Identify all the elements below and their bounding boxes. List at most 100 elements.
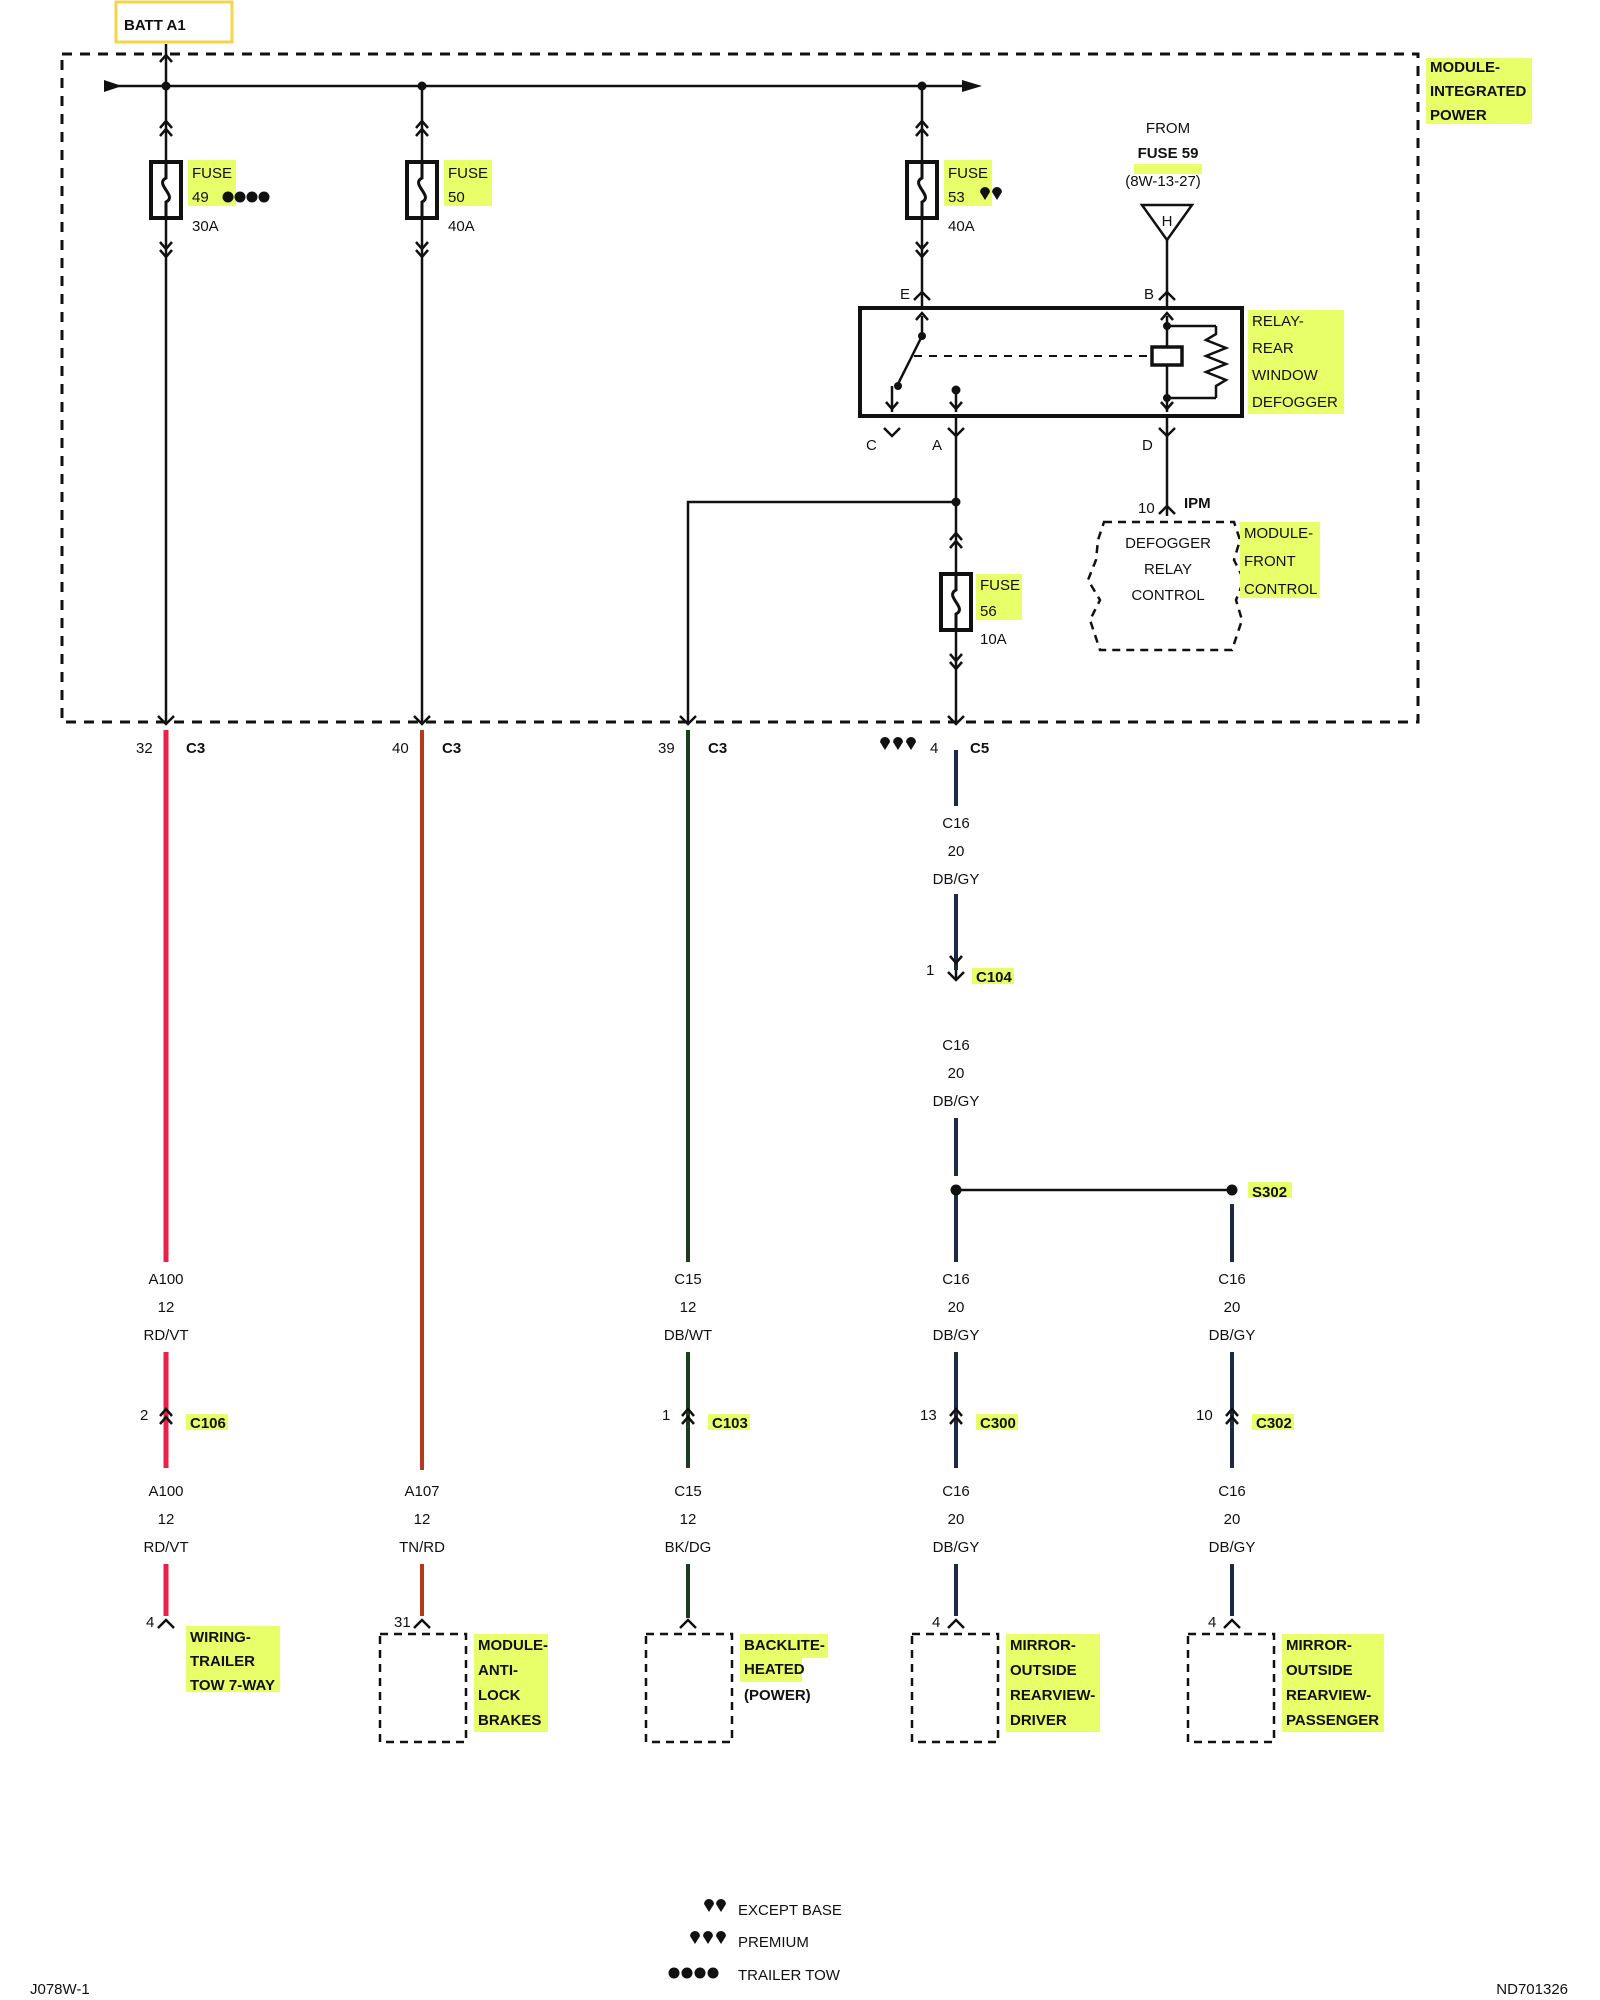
svg-text:20: 20 (1224, 1299, 1241, 1316)
svg-text:RELAY-: RELAY- (1252, 313, 1304, 330)
svg-text:C3: C3 (442, 740, 461, 757)
fcm-connector-ipm: IPM (1184, 495, 1211, 512)
svg-text:PASSENGER: PASSENGER (1286, 1712, 1379, 1729)
svg-text:REARVIEW-: REARVIEW- (1286, 1687, 1371, 1704)
svg-text:1: 1 (926, 962, 934, 979)
fuse-53-word: FUSE (948, 165, 988, 182)
splice-dot-left (950, 1184, 962, 1196)
svg-text:C15: C15 (674, 1271, 702, 1288)
splice-s302: S302 (1248, 1182, 1292, 1201)
svg-text:C16: C16 (1218, 1483, 1246, 1500)
power-bus (104, 80, 982, 92)
svg-text:TN/RD: TN/RD (399, 1539, 445, 1556)
svg-text:TRAILER: TRAILER (190, 1653, 255, 1670)
svg-text:C16: C16 (942, 1271, 970, 1288)
relay-body (858, 306, 1244, 418)
svg-text:EXCEPT BASE: EXCEPT BASE (738, 1902, 842, 1919)
svg-text:CONTROL: CONTROL (1131, 587, 1204, 604)
svg-text:DB/GY: DB/GY (933, 1327, 980, 1344)
svg-text:DB/GY: DB/GY (933, 1539, 980, 1556)
premium-marker-icon (880, 737, 916, 750)
svg-text:DB/GY: DB/GY (1209, 1539, 1256, 1556)
component-mirror-passenger: 4 MIRROR- OUTSIDE REARVIEW- PASSENGER (1186, 1614, 1384, 1744)
svg-text:RD/VT: RD/VT (144, 1539, 189, 1556)
connector-c104: 1 C104 (926, 954, 1014, 986)
svg-text:10: 10 (1196, 1407, 1213, 1424)
relay-pin-a-connector: A (678, 416, 966, 726)
footer-left-code: J078W-1 (30, 1981, 90, 1998)
connector-c300: 13 C300 (920, 1407, 1018, 1432)
wire-label-c16-a: C16 20 DB/GY (933, 815, 980, 888)
svg-text:DB/WT: DB/WT (664, 1327, 712, 1344)
svg-text:20: 20 (1224, 1511, 1241, 1528)
footer-right-code: ND701326 (1496, 1981, 1568, 1998)
fuse-50-word: FUSE (448, 165, 488, 182)
fuse-50-branch: FUSE 50 40A (405, 86, 492, 726)
svg-text:MODULE-: MODULE- (1430, 59, 1500, 76)
svg-text:A107: A107 (404, 1483, 439, 1500)
svg-text:C3: C3 (708, 740, 727, 757)
svg-text:WINDOW: WINDOW (1252, 367, 1319, 384)
fuse-49-word: FUSE (192, 165, 232, 182)
wire-label-a100-upper: A100 12 RD/VT (144, 1271, 189, 1344)
svg-text:12: 12 (680, 1511, 697, 1528)
front-control-module: DEFOGGER RELAY CONTROL MODULE- FRONT CON… (1086, 520, 1320, 652)
svg-text:C16: C16 (942, 1483, 970, 1500)
svg-text:20: 20 (948, 843, 965, 860)
svg-text:12: 12 (414, 1511, 431, 1528)
svg-text:1: 1 (662, 1407, 670, 1424)
wire-label-c16-driver-upper: C16 20 DB/GY (933, 1271, 980, 1344)
fuse-56-number: 56 (980, 603, 997, 620)
fuse-56-word: FUSE (980, 577, 1020, 594)
wire-label-c16-passenger-upper: C16 20 DB/GY (1209, 1271, 1256, 1344)
fuse-49-symbol (149, 160, 183, 220)
relay-rear-window-defogger (858, 306, 1244, 418)
svg-text:LOCK: LOCK (478, 1687, 521, 1704)
fuse-53-symbol (905, 160, 939, 220)
wire-c16-main (950, 750, 1238, 1616)
trailer-tow-marker-icon (222, 191, 270, 203)
component-mirror-driver: 4 MIRROR- OUTSIDE REARVIEW- DRIVER (910, 1614, 1100, 1744)
svg-text:DRIVER: DRIVER (1010, 1712, 1067, 1729)
svg-text:DB/GY: DB/GY (933, 871, 980, 888)
svg-text:REAR: REAR (1252, 340, 1294, 357)
svg-text:2: 2 (140, 1407, 148, 1424)
svg-text:ANTI-: ANTI- (478, 1662, 518, 1679)
svg-text:DB/GY: DB/GY (933, 1093, 980, 1110)
svg-text:TOW 7-WAY: TOW 7-WAY (190, 1677, 275, 1694)
batt-a1-label: BATT A1 (124, 17, 186, 34)
svg-text:INTEGRATED: INTEGRATED (1430, 83, 1527, 100)
svg-text:WIRING-: WIRING- (190, 1629, 251, 1646)
fuse-53-rating: 40A (948, 218, 975, 235)
svg-text:13: 13 (920, 1407, 937, 1424)
svg-text:C302: C302 (1256, 1415, 1292, 1432)
component-abs-module: 31 MODULE- ANTI- LOCK BRAKES (378, 1614, 548, 1744)
svg-text:FROM: FROM (1146, 120, 1190, 137)
relay-label: RELAY- REAR WINDOW DEFOGGER (1248, 310, 1344, 414)
fuse-53-number: 53 (948, 189, 965, 206)
legend-premium: PREMIUM (690, 1931, 809, 1951)
svg-text:TRAILER TOW: TRAILER TOW (738, 1967, 841, 1984)
legend-except-base: EXCEPT BASE (704, 1899, 842, 1919)
connector-c106: 2 C106 (140, 1407, 228, 1432)
svg-text:PREMIUM: PREMIUM (738, 1934, 809, 1951)
svg-text:20: 20 (948, 1299, 965, 1316)
svg-text:S302: S302 (1252, 1184, 1287, 1201)
svg-text:C5: C5 (970, 740, 989, 757)
fuse-49-rating: 30A (192, 218, 219, 235)
wire-label-c15-upper: C15 12 DB/WT (664, 1271, 712, 1344)
fuse-50-number: 50 (448, 189, 465, 206)
wire-label-c16-b: C16 20 DB/GY (933, 1037, 980, 1110)
relay-pin-d-to-fcm: D 10 IPM (1138, 416, 1211, 517)
svg-text:39: 39 (658, 740, 675, 757)
svg-text:MIRROR-: MIRROR- (1010, 1637, 1076, 1654)
svg-text:C16: C16 (1218, 1271, 1246, 1288)
fuse-56-branch: FUSE 56 10A (939, 531, 1022, 726)
svg-text:POWER: POWER (1430, 107, 1487, 124)
wire-label-c15-lower: C15 12 BK/DG (665, 1483, 712, 1556)
svg-text:(POWER): (POWER) (744, 1687, 811, 1704)
svg-text:BK/DG: BK/DG (665, 1539, 712, 1556)
ipm-module-boundary (60, 52, 1420, 724)
svg-text:FUSE 59: FUSE 59 (1138, 145, 1199, 162)
